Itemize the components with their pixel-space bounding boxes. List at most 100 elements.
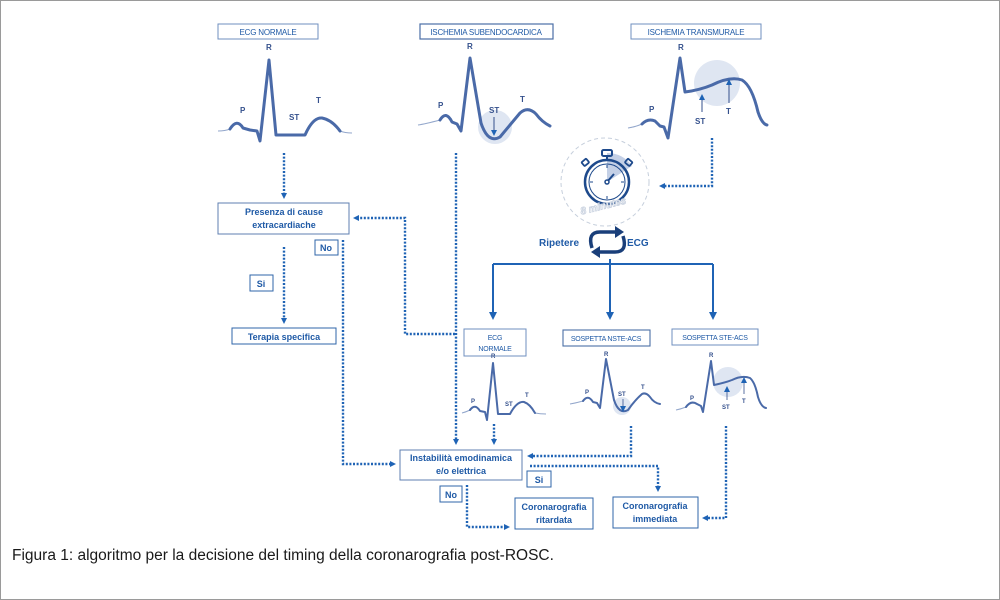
ecg-waveform bbox=[640, 56, 769, 140]
panel-sospetta-nste-acs: SOSPETTA NSTE-ACS P R ST T bbox=[562, 329, 661, 415]
ecg-waveform bbox=[469, 362, 536, 421]
tag-frame bbox=[526, 470, 552, 488]
wave-label-p: P bbox=[438, 101, 444, 110]
wave-label-r: R bbox=[678, 43, 684, 52]
tag-instabilita-si: Si bbox=[526, 470, 552, 488]
repeat-icon-arrow-bottom bbox=[591, 246, 600, 258]
box-frame bbox=[231, 327, 337, 345]
repeat-ecg: Ripetere ECG bbox=[539, 226, 649, 258]
box-instabilita: Instabilità emodinamica e/o elettrica bbox=[399, 449, 523, 481]
wave-label-p: P bbox=[240, 106, 246, 115]
tag-presenza-si: Si bbox=[249, 274, 274, 292]
box-coronarografia-ritardata: Coronarografia ritardata bbox=[514, 497, 594, 530]
panel-title: ECG NORMALE bbox=[240, 28, 297, 37]
box-line-2: ritardata bbox=[536, 515, 573, 525]
wave-label-r: R bbox=[709, 353, 714, 359]
repeat-icon-arrow-top bbox=[615, 226, 624, 238]
wave-label-t: T bbox=[641, 385, 645, 391]
wave-label-st: ST bbox=[489, 106, 499, 115]
wave-label-r: R bbox=[491, 354, 496, 360]
ecg-baseline bbox=[534, 412, 547, 415]
panel-title-line-2: NORMALE bbox=[478, 346, 512, 353]
ecg-waveform bbox=[438, 56, 552, 141]
tag-instabilita-no: No bbox=[439, 485, 463, 503]
ecg-baseline bbox=[627, 123, 643, 129]
ecg-baseline bbox=[217, 128, 231, 132]
wave-label-p: P bbox=[585, 390, 589, 396]
box-coronarografia-immediata: Coronarografia immediata bbox=[612, 496, 699, 529]
box-line-2: extracardiache bbox=[252, 220, 316, 230]
ecg-waveform bbox=[582, 358, 661, 413]
box-frame bbox=[217, 202, 350, 235]
tag-label: Si bbox=[535, 475, 544, 485]
ecg-waveform bbox=[228, 58, 342, 143]
tag-label: Si bbox=[257, 279, 266, 289]
repeat-icon-top bbox=[588, 230, 618, 249]
branch-connectors bbox=[489, 259, 717, 320]
ecg-baseline bbox=[461, 409, 471, 414]
repeat-label-left: Ripetere bbox=[539, 238, 579, 249]
panel-title-box bbox=[217, 23, 319, 40]
figure-caption: Figura 1: algoritmo per la decisione del… bbox=[12, 547, 554, 564]
wave-label-t: T bbox=[525, 393, 529, 399]
connector-presenza-no bbox=[341, 240, 396, 467]
box-line-1: Instabilità emodinamica bbox=[410, 453, 513, 463]
connector-ste-to-immediata bbox=[702, 426, 728, 521]
connector-transmurale-to-timer bbox=[659, 138, 714, 189]
tag-presenza-no: No bbox=[314, 239, 339, 256]
stopwatch-button-left bbox=[580, 158, 590, 167]
panel-title-line-1: ECG bbox=[488, 335, 503, 342]
wave-label-st: ST bbox=[722, 405, 730, 411]
repeat-icon-bottom bbox=[597, 235, 627, 254]
connector-instabilita-si bbox=[530, 464, 661, 492]
box-presenza-cause: Presenza di cause extracardiache bbox=[217, 202, 350, 235]
box-line-1: Presenza di cause bbox=[245, 207, 323, 217]
wave-label-st: ST bbox=[505, 402, 513, 408]
repeat-label-right: ECG bbox=[627, 238, 649, 249]
panel-sospetta-ste-acs: SOSPETTA STE-ACS P R ST T bbox=[671, 328, 767, 413]
panel-title: SOSPETTA STE-ACS bbox=[682, 335, 748, 342]
timer-8-minutes: 8 minutes bbox=[560, 137, 650, 227]
wave-label-st: ST bbox=[618, 392, 626, 398]
stopwatch-ticks bbox=[590, 165, 624, 199]
box-line-1: Coronarografia bbox=[521, 502, 587, 512]
wave-label-p: P bbox=[649, 105, 655, 114]
wave-label-t: T bbox=[520, 95, 525, 104]
wave-label-p: P bbox=[690, 396, 694, 402]
ecg-baseline bbox=[417, 119, 441, 126]
tag-frame bbox=[439, 485, 463, 503]
wave-label-t: T bbox=[742, 399, 746, 405]
wave-label-st: ST bbox=[695, 117, 705, 126]
tag-label: No bbox=[320, 243, 332, 253]
timer-ring bbox=[560, 137, 650, 227]
stopwatch-button-right bbox=[624, 158, 634, 167]
panel-title: ISCHEMIA SUBENDOCARDICA bbox=[430, 28, 542, 37]
panel-title-box bbox=[562, 329, 651, 347]
ecg-waveform bbox=[685, 360, 767, 413]
panel-ecg-normale: ECG NORMALE P R ST T bbox=[217, 23, 353, 143]
panel-ischemia-subendocardica: ISCHEMIA SUBENDOCARDICA P R ST T bbox=[417, 23, 554, 144]
wave-label-r: R bbox=[266, 43, 272, 52]
wave-label-r: R bbox=[604, 352, 609, 358]
tag-frame bbox=[249, 274, 274, 292]
stopwatch-dial bbox=[588, 163, 626, 201]
box-line-2: e/o elettrica bbox=[436, 466, 487, 476]
timer-label: 8 minutes bbox=[579, 195, 627, 217]
wave-label-t: T bbox=[726, 107, 731, 116]
panel-title: ISCHEMIA TRANSMURALE bbox=[648, 28, 745, 37]
box-line-1: Coronarografia bbox=[622, 501, 688, 511]
panel-ischemia-transmurale: ISCHEMIA TRANSMURALE P R ST T bbox=[627, 23, 769, 140]
connector-nste-to-instabilita bbox=[527, 426, 633, 459]
dotted-connectors bbox=[281, 138, 728, 530]
ecg-baseline bbox=[569, 400, 584, 405]
panel-title-box bbox=[463, 328, 527, 357]
wave-label-t: T bbox=[316, 96, 321, 105]
wave-label-p: P bbox=[471, 399, 475, 405]
panel-title-box bbox=[419, 23, 554, 40]
wave-label-r: R bbox=[467, 42, 473, 51]
connector-normale-to-presenza bbox=[353, 215, 455, 336]
connector-instabilita-no bbox=[465, 485, 510, 530]
tag-frame bbox=[314, 239, 339, 256]
